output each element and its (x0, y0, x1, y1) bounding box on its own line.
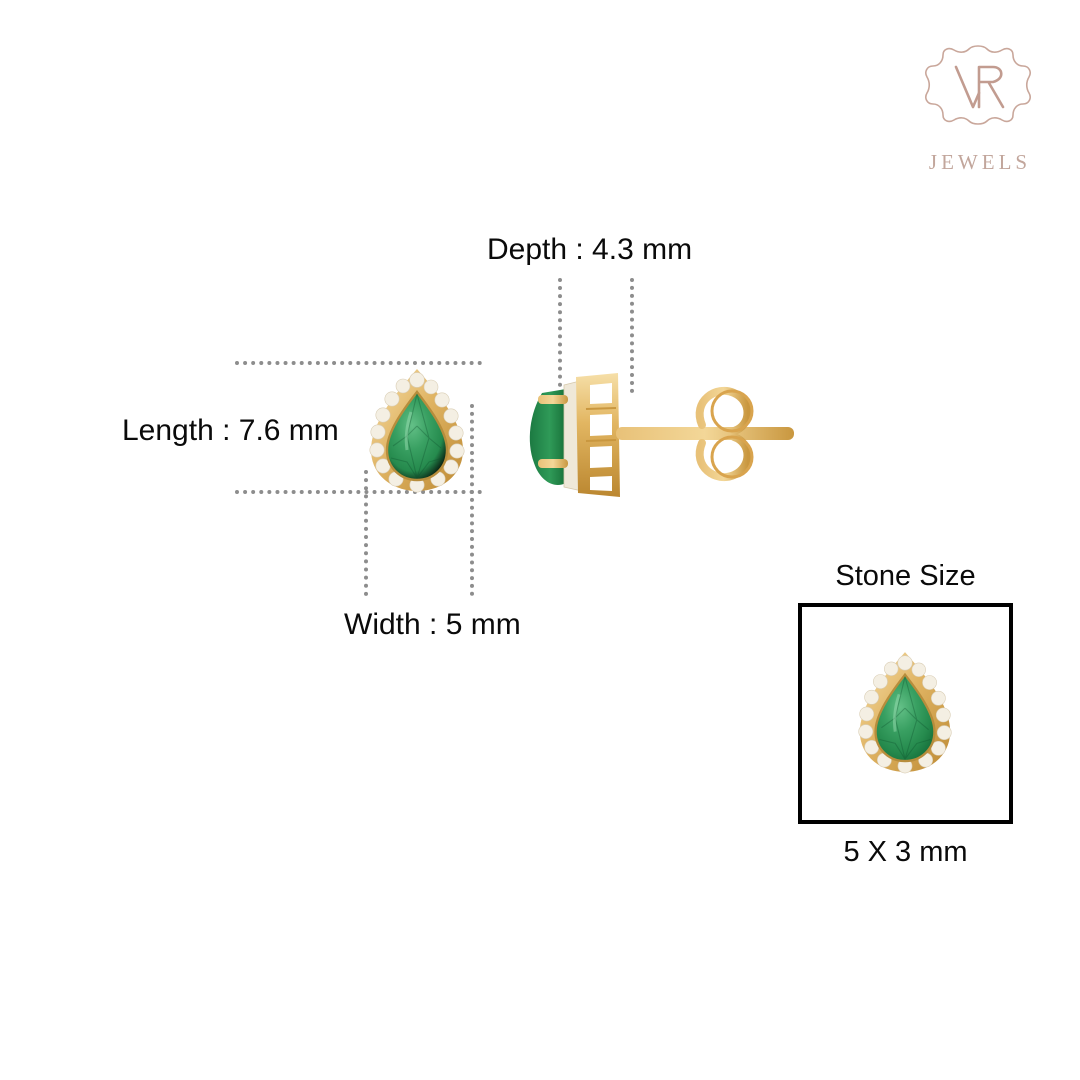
center-emerald-gemstone (385, 390, 449, 482)
butterfly-clutch-back (694, 387, 752, 481)
length-guide-top (235, 361, 482, 365)
stone-size-panel: Stone Size (798, 560, 1013, 869)
width-guide-right (470, 404, 474, 596)
clutch-loop-bottom (710, 435, 754, 479)
gem-facets (879, 676, 931, 760)
stone-size-title: Stone Size (835, 560, 976, 592)
gem-facets (390, 393, 444, 479)
prongs (538, 395, 568, 468)
brand-wordmark: JEWELS (928, 150, 1032, 174)
earring-side-view (529, 373, 794, 497)
stone-size-caption: 5 X 3 mm (843, 836, 968, 868)
length-guide-bottom (235, 490, 482, 494)
gallery-openings (590, 383, 612, 491)
width-label: Width : 5 mm (344, 608, 521, 641)
depth-label: Depth : 4.3 mm (487, 233, 693, 266)
stone-size-box (798, 603, 1013, 824)
vr-monogram-frame-icon (925, 45, 1031, 125)
diamond-halo-stones (369, 372, 465, 493)
diamond-halo-stones (858, 655, 952, 774)
earring-post (616, 427, 794, 440)
earring-front-view (369, 369, 465, 493)
brand-logo: JEWELS (905, 45, 1055, 185)
clutch-loop-top (710, 389, 754, 433)
center-emerald-gemstone (874, 672, 936, 763)
stone-size-gem-illustration (858, 652, 952, 774)
gem-highlight (404, 411, 413, 451)
gem-highlight (892, 693, 901, 732)
depth-guide-left (558, 278, 562, 403)
length-label: Length : 7.6 mm (122, 414, 339, 447)
depth-guide-right (630, 278, 634, 393)
gallery-bars (585, 407, 617, 473)
width-guide-left (364, 470, 368, 596)
